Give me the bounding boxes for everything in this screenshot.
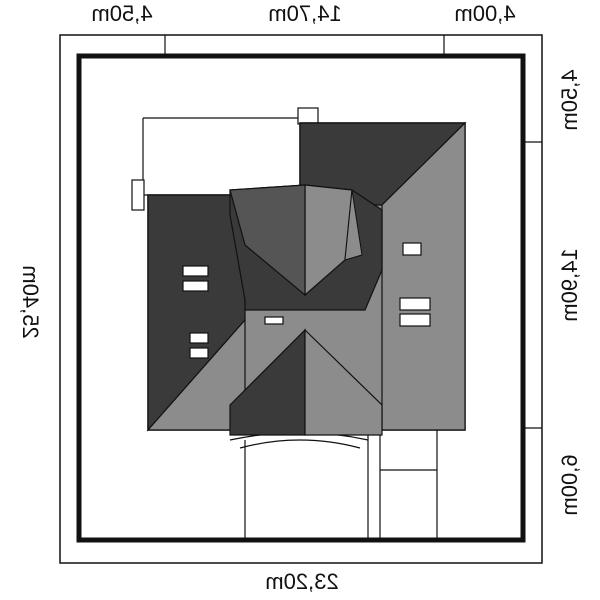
dim-top-center: 14,70m bbox=[268, 1, 342, 26]
dim-right-middle: 14,90m bbox=[557, 248, 582, 322]
dim-top-left: 4,50m bbox=[91, 1, 153, 26]
dim-bottom: 23,20m bbox=[265, 569, 339, 594]
skylight bbox=[189, 332, 209, 344]
chimney bbox=[297, 107, 319, 125]
skylight bbox=[189, 347, 209, 359]
skylight bbox=[402, 242, 422, 256]
annex-outline bbox=[142, 117, 300, 196]
driveway bbox=[229, 430, 438, 540]
skylight bbox=[399, 297, 431, 311]
dim-top-right: 4,00m bbox=[454, 1, 516, 26]
skylight bbox=[182, 265, 209, 277]
plot-boundary bbox=[76, 53, 526, 543]
dimension-frame-outer bbox=[59, 34, 543, 564]
chimney bbox=[131, 179, 145, 211]
dim-right-top: 4,50m bbox=[557, 69, 582, 131]
dim-left: 25,40m bbox=[18, 265, 43, 339]
roof-center-mid bbox=[229, 184, 306, 297]
dim-right-bottom: 6,00m bbox=[557, 454, 582, 516]
skylight bbox=[264, 316, 284, 325]
roof-lower-center-light bbox=[304, 328, 383, 436]
skylight bbox=[399, 313, 431, 327]
skylight bbox=[182, 280, 209, 292]
roof-left-lower bbox=[146, 318, 246, 431]
skylights bbox=[182, 242, 431, 359]
roof-dormer bbox=[344, 189, 363, 261]
